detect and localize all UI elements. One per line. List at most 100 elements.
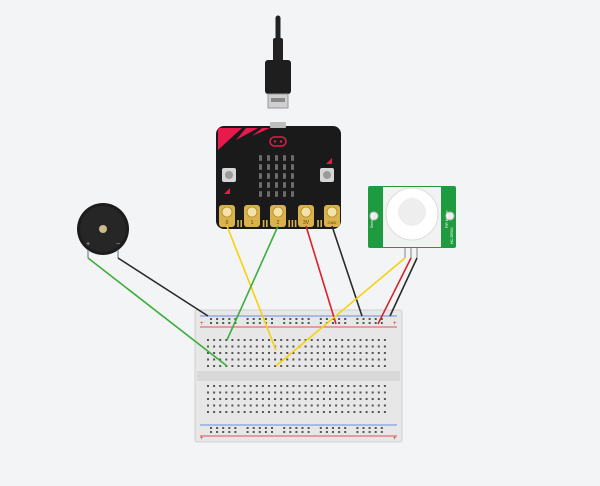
breadboard-hole[interactable]: [255, 404, 258, 407]
breadboard-hole[interactable]: [280, 352, 283, 354]
breadboard-hole[interactable]: [225, 404, 228, 407]
breadboard-hole[interactable]: [255, 365, 258, 367]
breadboard-hole[interactable]: [237, 365, 240, 367]
breadboard-hole[interactable]: [207, 358, 209, 361]
breadboard-hole[interactable]: [310, 358, 313, 361]
breadboard-hole[interactable]: [301, 318, 304, 320]
breadboard-hole[interactable]: [286, 385, 289, 387]
breadboard-hole[interactable]: [344, 318, 347, 320]
breadboard-hole[interactable]: [341, 345, 344, 348]
breadboard-hole[interactable]: [280, 404, 283, 407]
breadboard-hole[interactable]: [377, 365, 380, 367]
breadboard-hole[interactable]: [353, 391, 356, 394]
breadboard-hole[interactable]: [243, 385, 246, 387]
breadboard-hole[interactable]: [292, 391, 295, 394]
breadboard-hole[interactable]: [246, 322, 249, 324]
breadboard-hole[interactable]: [292, 404, 295, 407]
breadboard-hole[interactable]: [280, 345, 283, 348]
breadboard-hole[interactable]: [383, 339, 386, 341]
breadboard-hole[interactable]: [316, 404, 319, 407]
breadboard-hole[interactable]: [371, 398, 374, 400]
breadboard-hole[interactable]: [231, 339, 234, 341]
breadboard-hole[interactable]: [310, 411, 313, 413]
breadboard-hole[interactable]: [271, 431, 273, 433]
breadboard-hole[interactable]: [304, 391, 307, 394]
breadboard-hole[interactable]: [335, 358, 338, 361]
breadboard-hole[interactable]: [304, 365, 307, 367]
breadboard-hole[interactable]: [274, 411, 277, 413]
breadboard-hole[interactable]: [231, 365, 234, 367]
breadboard-hole[interactable]: [383, 411, 386, 413]
breadboard-hole[interactable]: [234, 431, 237, 433]
breadboard-hole[interactable]: [347, 411, 350, 413]
breadboard-hole[interactable]: [353, 345, 356, 348]
breadboard-hole[interactable]: [332, 427, 334, 429]
breadboard-hole[interactable]: [353, 358, 356, 361]
breadboard-hole[interactable]: [301, 322, 304, 324]
breadboard-hole[interactable]: [252, 427, 255, 429]
breadboard-hole[interactable]: [295, 318, 298, 320]
microbit-pin-3v[interactable]: 3V: [298, 205, 314, 227]
breadboard-hole[interactable]: [316, 391, 319, 394]
breadboard-hole[interactable]: [243, 411, 246, 413]
breadboard-hole[interactable]: [252, 318, 255, 320]
breadboard-hole[interactable]: [310, 352, 313, 354]
microbit-pin-2[interactable]: 2: [270, 205, 286, 227]
breadboard-hole[interactable]: [353, 411, 356, 413]
breadboard-hole[interactable]: [377, 339, 380, 341]
breadboard-hole[interactable]: [231, 385, 234, 387]
breadboard-hole[interactable]: [228, 322, 231, 324]
breadboard-hole[interactable]: [249, 339, 252, 341]
breadboard-hole[interactable]: [292, 352, 295, 354]
breadboard-hole[interactable]: [371, 358, 374, 361]
breadboard-hole[interactable]: [261, 365, 264, 367]
breadboard-hole[interactable]: [216, 431, 219, 433]
breadboard-hole[interactable]: [329, 339, 331, 341]
breadboard-hole[interactable]: [329, 404, 331, 407]
breadboard-hole[interactable]: [341, 352, 344, 354]
breadboard-hole[interactable]: [322, 352, 325, 354]
breadboard-hole[interactable]: [231, 345, 234, 348]
breadboard-hole[interactable]: [338, 318, 341, 320]
breadboard-hole[interactable]: [213, 345, 216, 348]
breadboard-hole[interactable]: [307, 322, 310, 324]
breadboard-hole[interactable]: [353, 339, 356, 341]
breadboard-hole[interactable]: [280, 339, 283, 341]
breadboard-hole[interactable]: [292, 398, 295, 400]
breadboard-hole[interactable]: [325, 427, 328, 429]
breadboard-hole[interactable]: [258, 431, 261, 433]
breadboard-hole[interactable]: [365, 358, 368, 361]
breadboard-hole[interactable]: [341, 385, 344, 387]
breadboard-hole[interactable]: [219, 358, 222, 361]
breadboard-hole[interactable]: [316, 358, 319, 361]
breadboard-hole[interactable]: [344, 322, 347, 324]
breadboard-hole[interactable]: [268, 339, 270, 341]
breadboard-hole[interactable]: [289, 431, 292, 433]
breadboard-hole[interactable]: [225, 385, 228, 387]
breadboard-hole[interactable]: [243, 404, 246, 407]
breadboard-hole[interactable]: [252, 431, 255, 433]
breadboard-hole[interactable]: [329, 365, 331, 367]
breadboard-hole[interactable]: [371, 339, 374, 341]
breadboard-hole[interactable]: [249, 411, 252, 413]
breadboard-hole[interactable]: [213, 385, 216, 387]
breadboard-hole[interactable]: [246, 427, 249, 429]
breadboard-hole[interactable]: [237, 391, 240, 394]
breadboard-hole[interactable]: [261, 385, 264, 387]
breadboard-hole[interactable]: [264, 427, 267, 429]
breadboard-hole[interactable]: [335, 339, 338, 341]
breadboard-hole[interactable]: [377, 345, 380, 348]
breadboard-hole[interactable]: [335, 365, 338, 367]
breadboard-hole[interactable]: [319, 431, 322, 433]
breadboard-hole[interactable]: [344, 427, 347, 429]
breadboard-hole[interactable]: [255, 398, 258, 400]
breadboard-hole[interactable]: [374, 322, 377, 324]
breadboard-hole[interactable]: [274, 339, 277, 341]
breadboard-hole[interactable]: [310, 385, 313, 387]
breadboard-hole[interactable]: [383, 365, 386, 367]
breadboard-hole[interactable]: [298, 385, 301, 387]
breadboard-hole[interactable]: [322, 411, 325, 413]
breadboard-hole[interactable]: [335, 385, 338, 387]
wire-pir-gnd-black[interactable]: [389, 257, 418, 317]
breadboard-hole[interactable]: [246, 318, 249, 320]
